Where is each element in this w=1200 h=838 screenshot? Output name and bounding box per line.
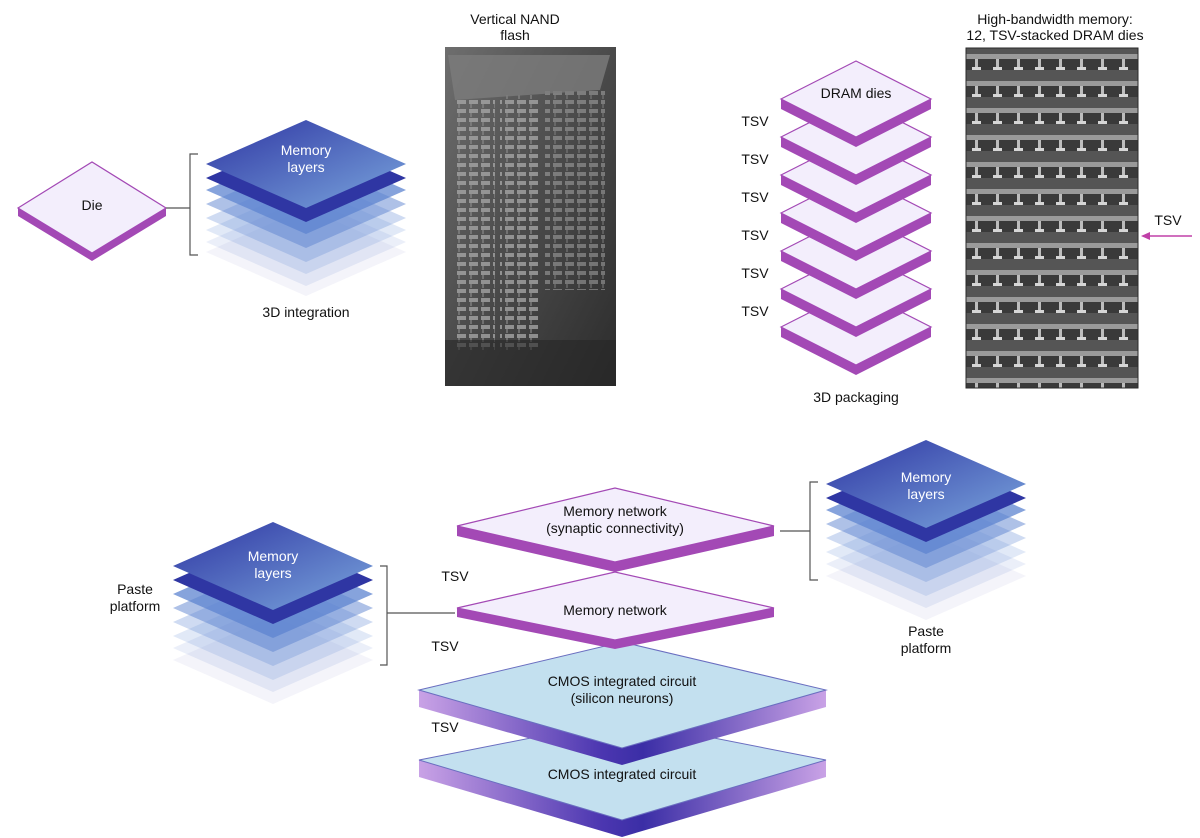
dram-die-stack: [779, 60, 933, 375]
tsv-bottom-label-2: TSV: [431, 638, 459, 654]
cmos-top-label-line1: CMOS integrated circuit: [548, 673, 697, 689]
vertical-nand-micrograph: [445, 47, 616, 386]
tsv-label-5: TSV: [741, 265, 769, 281]
tsv-label-4: TSV: [741, 227, 769, 243]
tsv-label-1: TSV: [741, 113, 769, 129]
nand-title-line1: Vertical NAND: [470, 11, 559, 27]
memory-network-top-label-line2: (synaptic connectivity): [546, 520, 684, 536]
left-memory-label-line1: Memory: [248, 548, 299, 564]
connector-bracket-top-left: [166, 153, 198, 256]
tsv-label-3: TSV: [741, 189, 769, 205]
3d-integration-caption: 3D integration: [262, 304, 349, 320]
memory-layers-stack-bottom-left: [173, 522, 373, 704]
dram-dies-label: DRAM dies: [821, 85, 892, 101]
right-paste-label-line1: Paste: [908, 623, 944, 639]
memory-layers-stack-top: [206, 120, 406, 296]
memory-network-mid-label: Memory network: [563, 602, 667, 618]
die-label: Die: [81, 197, 102, 213]
hbm-title-line2: 12, TSV-stacked DRAM dies: [966, 27, 1143, 43]
cmos-bottom-label: CMOS integrated circuit: [548, 766, 697, 782]
right-paste-label-line2: platform: [901, 640, 952, 656]
memory-layers-label-line2: layers: [287, 159, 324, 175]
left-paste-label-line1: Paste: [117, 581, 153, 597]
tsv-label-2: TSV: [741, 151, 769, 167]
right-memory-label-line2: layers: [907, 486, 944, 502]
left-paste-label-line2: platform: [110, 598, 161, 614]
cmos-top-label-line2: (silicon neurons): [571, 690, 674, 706]
memory-network-layer-mid: [456, 571, 775, 649]
memory-layers-stack-bottom-right: [826, 440, 1026, 620]
hbm-title-line1: High-bandwidth memory:: [977, 11, 1133, 27]
memory-layers-label-line1: Memory: [281, 142, 332, 158]
nand-title-line2: flash: [500, 27, 530, 43]
tsv-bottom-label-1: TSV: [441, 568, 469, 584]
3d-packaging-caption: 3D packaging: [813, 389, 899, 405]
cmos-layer-top: [417, 641, 828, 765]
connector-bracket-bottom-right: [780, 481, 818, 581]
tsv-arrow: [1141, 232, 1192, 240]
dram-die-1: [779, 60, 933, 147]
tsv-arrow-label: TSV: [1154, 212, 1182, 228]
memory-network-layer-top: [456, 487, 775, 572]
tsv-bottom-label-3: TSV: [431, 719, 459, 735]
memory-network-top-label-line1: Memory network: [563, 503, 667, 519]
hbm-micrograph: [965, 47, 1139, 389]
tsv-label-6: TSV: [741, 303, 769, 319]
connector-bracket-bottom-left: [380, 565, 455, 666]
right-memory-label-line1: Memory: [901, 469, 952, 485]
left-memory-label-line2: layers: [254, 565, 291, 581]
